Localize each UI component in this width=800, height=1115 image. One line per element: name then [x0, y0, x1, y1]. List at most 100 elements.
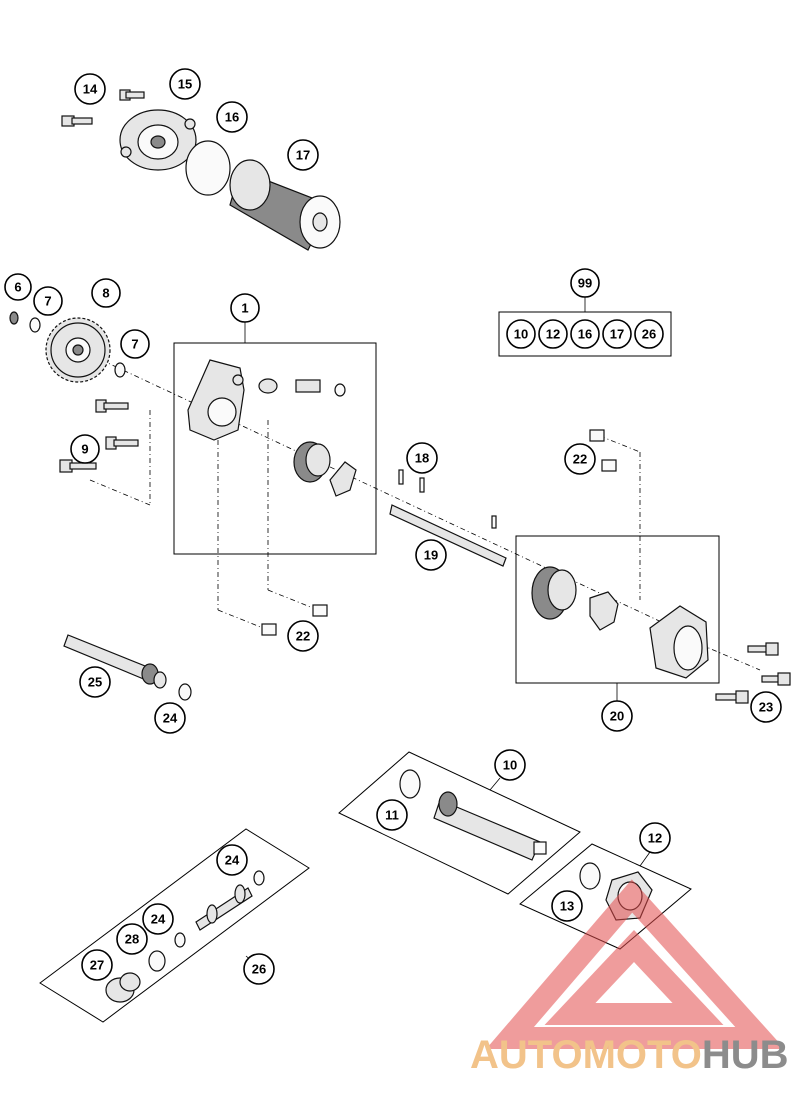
- svg-text:16: 16: [225, 110, 239, 125]
- axis-line-22a-2: [217, 609, 269, 631]
- callout-7b: 7: [120, 329, 150, 359]
- callout-13: 13: [551, 890, 583, 922]
- svg-text:27: 27: [90, 958, 104, 973]
- svg-text:6: 6: [14, 280, 21, 295]
- oil-filter-17: [229, 159, 341, 251]
- svg-text:99: 99: [578, 276, 592, 291]
- kit-99-item-12: 12: [538, 319, 568, 349]
- pump-cover-15: [119, 109, 197, 171]
- svg-text:20: 20: [610, 709, 624, 724]
- pin-18a: [398, 469, 404, 485]
- callout-19: 19: [415, 539, 447, 571]
- gear-8: [45, 317, 111, 383]
- screw-14b: [61, 115, 93, 127]
- sleeve-22c: [589, 429, 605, 442]
- svg-text:26: 26: [642, 327, 656, 342]
- svg-text:24: 24: [225, 853, 240, 868]
- washer-7a: [29, 317, 41, 333]
- o-ring-28: [148, 950, 166, 972]
- callout-24c: 24: [142, 903, 174, 935]
- pump-housing-1: [187, 359, 245, 441]
- callout-14: 14: [74, 73, 106, 105]
- kit-99-item-16: 16: [570, 319, 600, 349]
- screw-23a: [747, 642, 779, 656]
- svg-text:16: 16: [578, 327, 592, 342]
- pump-assembly-box-1: [173, 342, 377, 555]
- screw-9a: [95, 399, 129, 413]
- callout-1: 1: [230, 293, 260, 323]
- callout-23: 23: [750, 691, 782, 723]
- o-ring-11: [399, 769, 421, 799]
- screw-23c: [715, 690, 749, 704]
- callout-15: 15: [169, 68, 201, 100]
- callout-8: 8: [91, 278, 121, 308]
- callout-20: 20: [601, 700, 633, 732]
- svg-text:9: 9: [81, 442, 88, 457]
- circlip-6: [9, 311, 19, 325]
- axis-line-pins-2: [89, 479, 151, 506]
- sleeve-22d: [601, 459, 617, 472]
- svg-text:14: 14: [83, 82, 98, 97]
- svg-text:19: 19: [424, 548, 438, 563]
- callout-7a: 7: [33, 286, 63, 316]
- svg-text:11: 11: [385, 808, 399, 823]
- callout-27: 27: [81, 949, 113, 981]
- ball-1: [334, 383, 346, 397]
- spring-1: [295, 379, 321, 393]
- svg-text:12: 12: [546, 327, 560, 342]
- watermark-text-part1: AUTOMOTO: [470, 1033, 702, 1077]
- callout-12: 12: [639, 822, 671, 854]
- filter-group-box-10: [338, 751, 581, 895]
- svg-text:23: 23: [759, 700, 773, 715]
- sleeve-22a: [261, 623, 277, 636]
- svg-text:12: 12: [648, 831, 662, 846]
- screw-9b: [105, 436, 139, 450]
- screw-14a: [119, 89, 145, 101]
- axis-line-22b-2: [267, 589, 319, 611]
- callout-16: 16: [216, 101, 248, 133]
- watermark-text-part2: HUB: [702, 1033, 789, 1077]
- callout-24a: 24: [154, 702, 186, 734]
- svg-text:15: 15: [178, 77, 192, 92]
- valve-24b: [195, 884, 253, 931]
- leader-12: [639, 851, 651, 867]
- o-ring-13: [579, 862, 601, 890]
- svg-text:22: 22: [573, 452, 587, 467]
- svg-text:10: 10: [503, 758, 517, 773]
- watermark-logo: [486, 879, 785, 1049]
- callout-17: 17: [287, 139, 319, 171]
- pin-18c: [491, 515, 497, 529]
- shaft-25: [63, 634, 167, 689]
- svg-text:7: 7: [131, 337, 138, 352]
- kit-99-item-17: 17: [602, 319, 632, 349]
- screw-plug-27: [105, 972, 141, 1003]
- watermark-text: AUTOMOTOHUB: [470, 1033, 789, 1077]
- svg-text:22: 22: [296, 629, 310, 644]
- svg-text:25: 25: [88, 675, 102, 690]
- svg-text:7: 7: [44, 294, 51, 309]
- bush-1: [258, 378, 278, 394]
- o-ring-24b: [253, 870, 265, 886]
- callout-11: 11: [376, 799, 408, 831]
- pin-18b: [419, 477, 425, 493]
- kit-99-item-10: 10: [506, 319, 536, 349]
- pump-assembly-box-20: [515, 535, 720, 684]
- svg-text:8: 8: [102, 286, 109, 301]
- callout-22a: 22: [287, 620, 319, 652]
- callout-6: 6: [4, 273, 32, 301]
- screw-23b: [761, 672, 791, 686]
- rotor-outer-20: [531, 566, 577, 620]
- callout-26: 26: [243, 953, 275, 985]
- o-ring-16: [185, 140, 231, 196]
- svg-text:28: 28: [125, 932, 139, 947]
- svg-text:10: 10: [514, 327, 528, 342]
- svg-text:18: 18: [415, 451, 429, 466]
- o-ring-24c: [174, 932, 186, 948]
- callout-25: 25: [79, 666, 111, 698]
- svg-text:26: 26: [252, 962, 266, 977]
- axis-line-22c: [599, 435, 641, 453]
- shaft-19: [389, 504, 507, 567]
- svg-text:1: 1: [241, 301, 248, 316]
- kit-99-item-26: 26: [634, 319, 664, 349]
